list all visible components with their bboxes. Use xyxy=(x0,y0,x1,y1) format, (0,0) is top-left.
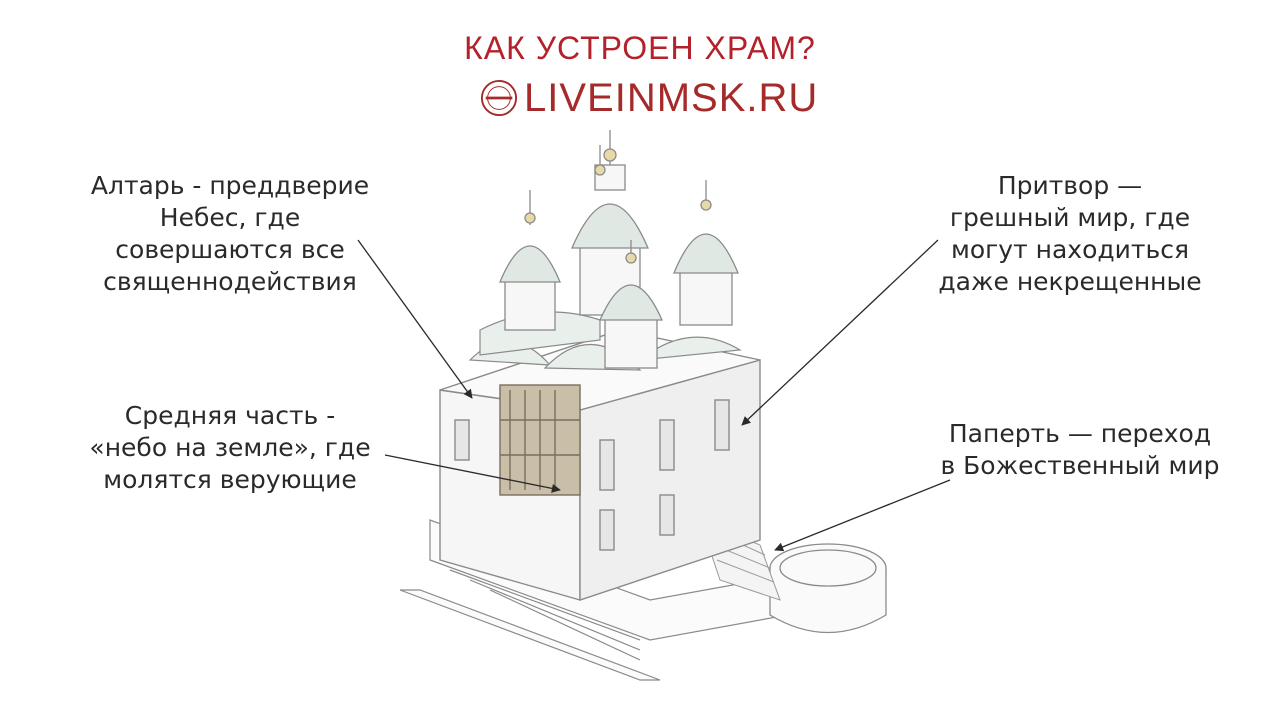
callout-lines xyxy=(357,239,951,552)
nave-line-2: «небо на земле», где xyxy=(89,433,371,462)
label-nave: Средняя часть - «небо на земле», где мол… xyxy=(70,400,390,496)
narthex-line-2: грешный мир, где xyxy=(949,203,1191,232)
domes xyxy=(499,130,739,369)
seal-icon xyxy=(480,79,518,117)
page-title: КАК УСТРОЕН ХРАМ? xyxy=(464,30,816,66)
label-altar: Алтарь - преддверие Небес, где совершают… xyxy=(70,170,390,298)
altar-line-2: Небес, где xyxy=(159,203,301,232)
porch-line-2: в Божественный мир xyxy=(940,451,1220,480)
altar-line-1: Алтарь - преддверие xyxy=(90,171,370,200)
porch-rotunda xyxy=(769,543,887,634)
church-body xyxy=(439,329,761,601)
brand-logo: LIVEINMSK.RU xyxy=(480,74,818,122)
altar-line-4: священнодействия xyxy=(103,267,357,296)
nave-line-1: Средняя часть - xyxy=(124,401,336,430)
brand-name: LIVEINMSK.RU xyxy=(524,75,819,120)
arrow-altar xyxy=(357,239,473,399)
arrow-porch xyxy=(774,479,951,552)
narthex-line-4: даже некрещенные xyxy=(938,267,1202,296)
altar-line-3: совершаются все xyxy=(115,235,345,264)
narthex-line-1: Притвор — xyxy=(997,171,1143,200)
narthex-line-3: могут находиться xyxy=(951,235,1189,264)
label-porch: Паперть — переход в Божественный мир xyxy=(925,418,1235,482)
label-narthex: Притвор — грешный мир, где могут находит… xyxy=(925,170,1215,298)
porch-line-1: Паперть — переход xyxy=(948,419,1212,448)
arrow-narthex xyxy=(741,239,939,426)
arrow-nave xyxy=(384,454,561,493)
nave-line-3: молятся верующие xyxy=(103,465,357,494)
